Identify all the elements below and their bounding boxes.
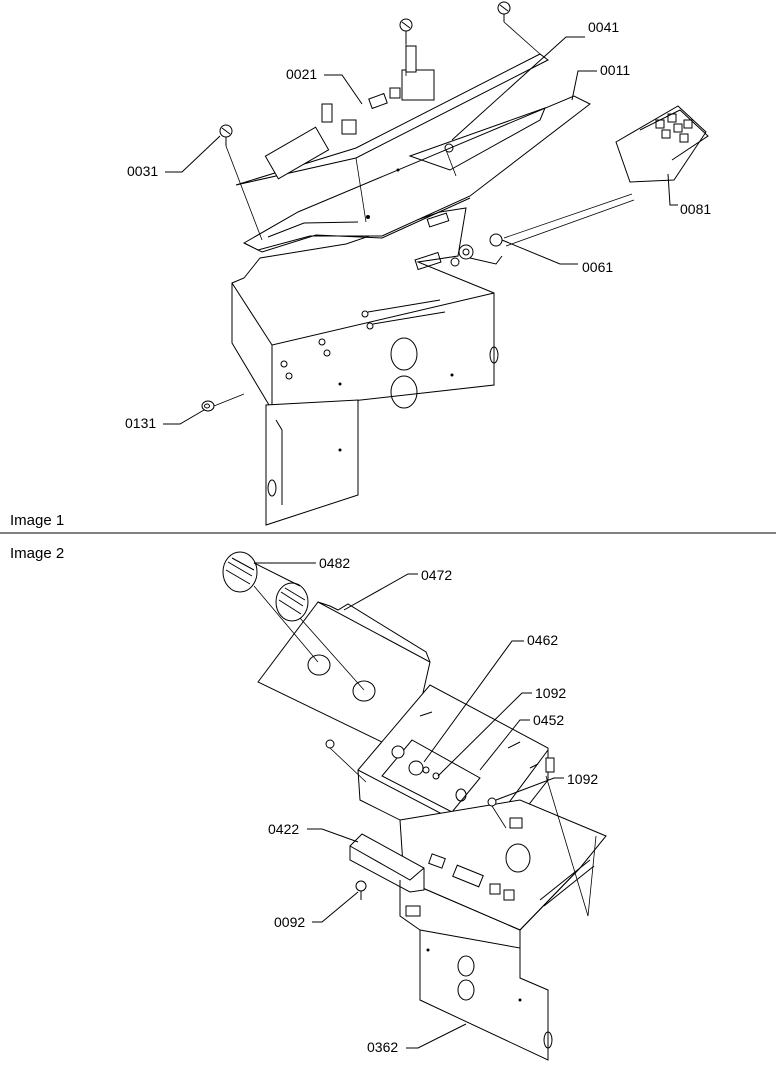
image1-assembly bbox=[201, 1, 709, 526]
image1-nut bbox=[201, 400, 215, 412]
image1-lower-bracket bbox=[265, 399, 359, 526]
image2-caption: Image 2 bbox=[10, 545, 64, 562]
callout-0452: 0452 bbox=[533, 712, 564, 728]
image2-callouts: 0482 0472 0462 1092 0452 1092 0422 0092 … bbox=[253, 555, 598, 1055]
image1-ground-lug bbox=[450, 233, 503, 267]
callout-0061: 0061 bbox=[582, 259, 613, 275]
image2-knob bbox=[222, 551, 258, 593]
callout-0462: 0462 bbox=[527, 632, 558, 648]
callout-0031: 0031 bbox=[127, 163, 158, 179]
callout-0482: 0482 bbox=[319, 555, 350, 571]
image2-screw bbox=[355, 880, 367, 900]
image1-relay bbox=[264, 126, 330, 180]
callout-0092: 0092 bbox=[274, 914, 305, 930]
callout-1092-upper: 1092 bbox=[535, 685, 566, 701]
image2-base-plate bbox=[419, 929, 549, 1061]
callout-0472: 0472 bbox=[421, 567, 452, 583]
callout-0021: 0021 bbox=[286, 66, 317, 82]
callout-0131: 0131 bbox=[125, 415, 156, 431]
callout-0011: 0011 bbox=[600, 62, 630, 78]
image1-caption: Image 1 bbox=[10, 512, 64, 529]
callout-0081: 0081 bbox=[680, 201, 711, 217]
image1-connector bbox=[615, 105, 709, 183]
image2-assembly bbox=[222, 551, 607, 1061]
callout-0422: 0422 bbox=[268, 821, 299, 837]
callout-1092-lower: 1092 bbox=[567, 771, 598, 787]
image1-callouts: 0041 0011 0021 0031 0081 0061 0131 bbox=[125, 19, 711, 431]
image1-screw bbox=[219, 124, 233, 146]
callout-0041: 0041 bbox=[588, 19, 619, 35]
callout-0362: 0362 bbox=[367, 1039, 398, 1055]
